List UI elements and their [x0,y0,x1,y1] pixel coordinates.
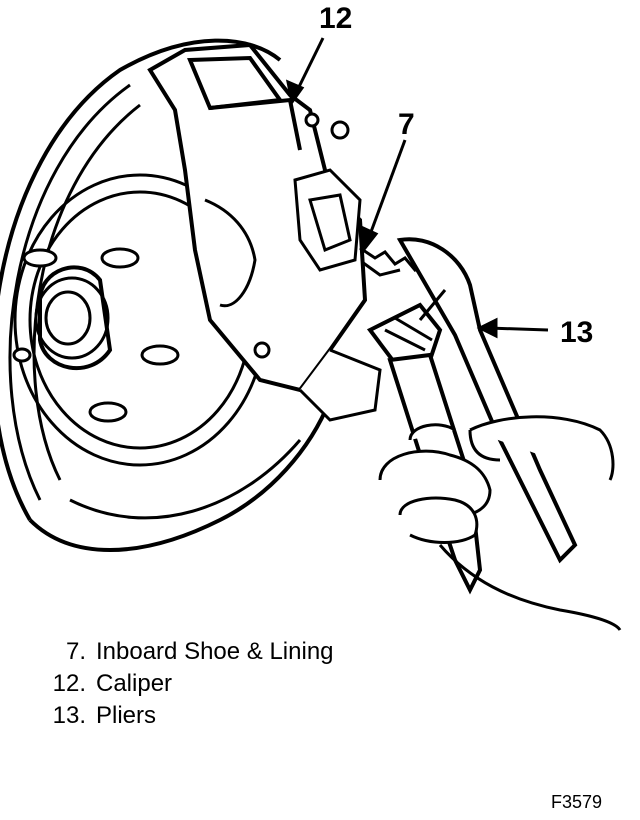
wheel-studs [12,247,180,423]
legend-label: Pliers [96,702,157,729]
legend-label: Caliper [96,670,173,697]
rotor-disc [0,38,332,552]
callout-13: 13 [560,316,593,349]
legend-item-pliers: 13. Pliers [44,700,334,732]
legend-number: 13. [52,702,86,729]
legend-number: 12. [52,670,86,697]
callout-12: 12 [319,2,352,35]
callout-7: 7 [398,108,415,141]
callout-arrows [285,37,549,339]
legend-label: Inboard Shoe & Lining [96,638,334,665]
brake-caliper-illustration: 12 7 13 [0,2,622,631]
legend-item-caliper: 12. Caliper [44,668,334,700]
parts-legend: 7. Inboard Shoe & Lining 12. Caliper 13.… [44,636,334,732]
figure-id: F3579 [550,792,602,812]
inboard-shoe-spring [359,246,426,277]
caliper-body [147,42,382,422]
hand [378,415,622,631]
legend-number: 7. [65,638,86,665]
legend-item-inboard-shoe: 7. Inboard Shoe & Lining [44,636,334,668]
